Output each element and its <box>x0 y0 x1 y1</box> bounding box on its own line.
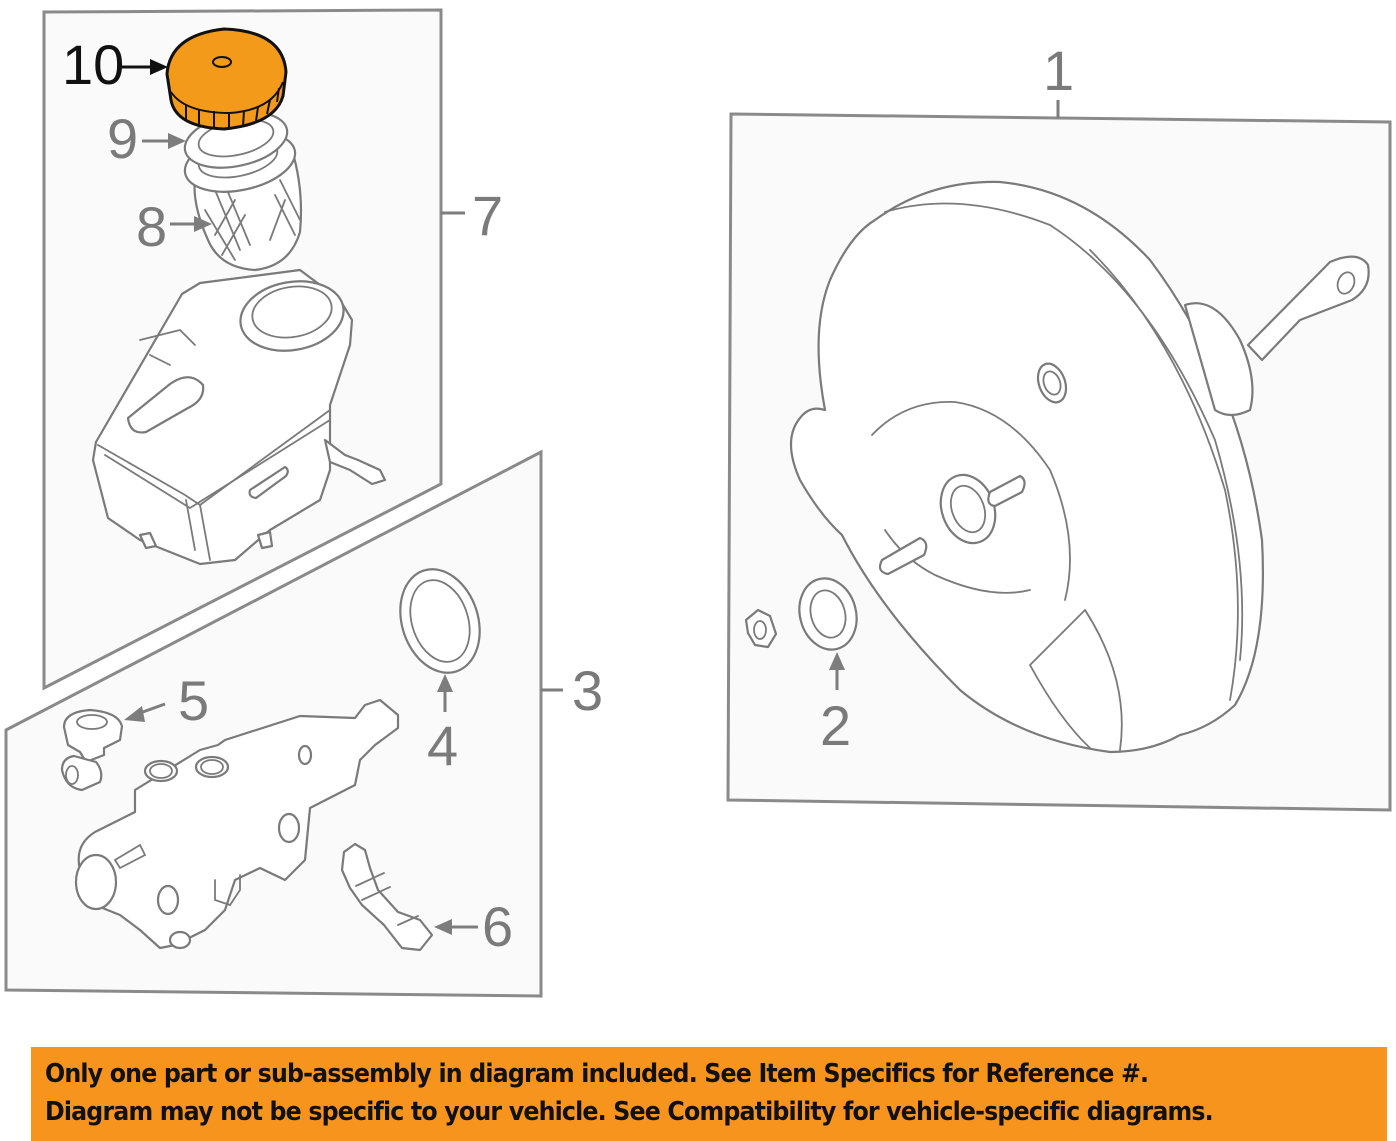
disclaimer-line-2: Diagram may not be specific to your vehi… <box>45 1097 1214 1127</box>
callout-number-4: 4 <box>427 714 458 777</box>
master-cylinder-drawing <box>74 698 400 950</box>
callout-number-3: 3 <box>572 659 603 722</box>
callout-5[interactable]: 5 <box>124 669 209 732</box>
callout-3[interactable]: 3 <box>541 659 603 722</box>
reservoir-cap-highlighted[interactable] <box>165 27 288 131</box>
disclaimer-banner: Only one part or sub-assembly in diagram… <box>31 1047 1387 1141</box>
parts-diagram: 10 9 8 7 1 2 3 4 5 <box>4 8 1392 998</box>
callout-number-7: 7 <box>472 184 503 247</box>
callout-10[interactable]: 10 <box>62 33 168 96</box>
sensor-drawing <box>340 842 434 952</box>
callout-number-1: 1 <box>1043 39 1074 102</box>
callout-number-6: 6 <box>482 895 513 958</box>
grommet-drawing <box>60 708 124 792</box>
callout-1[interactable]: 1 <box>1043 39 1074 102</box>
callout-2[interactable]: 2 <box>820 652 851 757</box>
o-ring-drawing <box>399 568 481 674</box>
callout-6[interactable]: 6 <box>434 895 513 958</box>
disclaimer-line-1: Only one part or sub-assembly in diagram… <box>45 1059 1149 1089</box>
callout-4[interactable]: 4 <box>427 674 458 777</box>
callout-number-2: 2 <box>820 694 851 757</box>
callout-8[interactable]: 8 <box>136 195 212 258</box>
washer-drawing <box>798 577 858 651</box>
callout-9[interactable]: 9 <box>107 107 186 170</box>
callout-number-9: 9 <box>107 107 138 170</box>
callout-number-10: 10 <box>62 33 124 96</box>
fluid-reservoir-drawing <box>91 268 387 566</box>
booster-drawing <box>790 180 1370 754</box>
nut-drawing <box>744 608 778 649</box>
callout-number-8: 8 <box>136 195 167 258</box>
callout-number-5: 5 <box>178 669 209 732</box>
callout-7[interactable]: 7 <box>441 184 503 247</box>
